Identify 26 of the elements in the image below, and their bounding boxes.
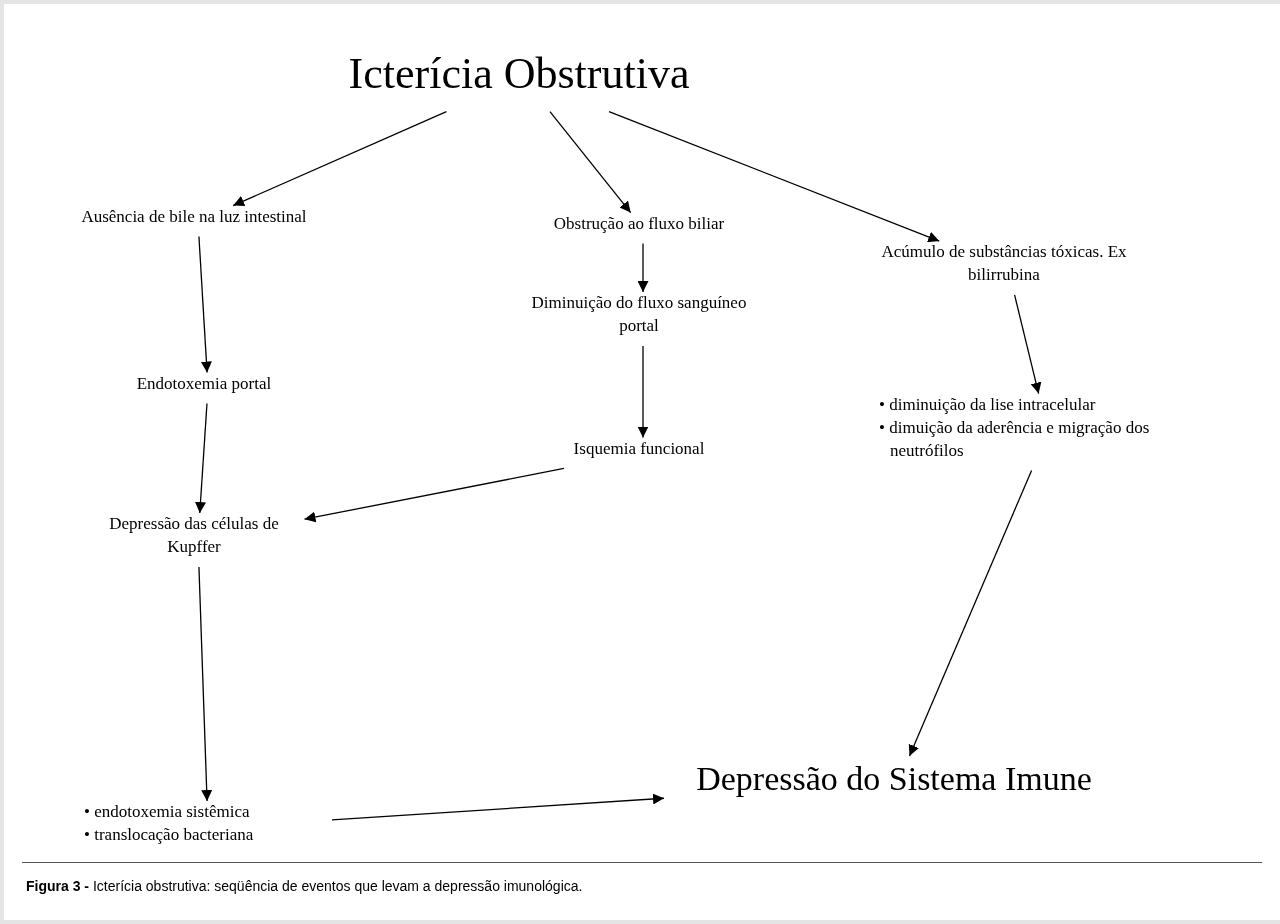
- node-text: Icterícia Obstrutiva: [347, 48, 691, 101]
- arrow: [637, 242, 649, 293]
- figure-caption: Figura 3 - Icterícia obstrutiva: seqüência de eventos que levam a depressão imunológica.: [26, 878, 583, 894]
- bullet-item: • diminuição da lise intracelular: [879, 393, 1097, 416]
- node-text: Depressão das células de Kupffer: [108, 513, 280, 558]
- node-text: Ausência de bile na luz intestinal: [80, 205, 308, 228]
- arrow: [303, 467, 565, 523]
- arrow: [637, 345, 649, 439]
- arrow: [331, 793, 665, 821]
- node-text: Acúmulo de substâncias tóxicas. Ex bilirrubina: [880, 241, 1128, 286]
- arrow: [908, 469, 1033, 757]
- arrow: [232, 111, 448, 207]
- node-text: Depressão do Sistema Imune: [695, 759, 1093, 800]
- bullet-item: • translocação bacteriana: [84, 824, 255, 846]
- arrow: [608, 111, 940, 243]
- arrow: [198, 566, 213, 802]
- bullet-item: • dimuição da aderência e migração dos neutrófilos: [879, 416, 1151, 462]
- arrow: [549, 111, 632, 214]
- node-text: Endotoxemia portal: [135, 372, 273, 395]
- node-text: Diminuição do fluxo sanguíneo portal: [530, 292, 748, 337]
- bullet-item: • endotoxemia sistêmica: [84, 801, 251, 824]
- node-text: Obstrução ao fluxo biliar: [552, 212, 726, 235]
- arrow: [195, 402, 208, 514]
- arrow: [198, 235, 212, 374]
- node-text: Isquemia funcional: [572, 437, 706, 460]
- arrow: [1013, 294, 1042, 395]
